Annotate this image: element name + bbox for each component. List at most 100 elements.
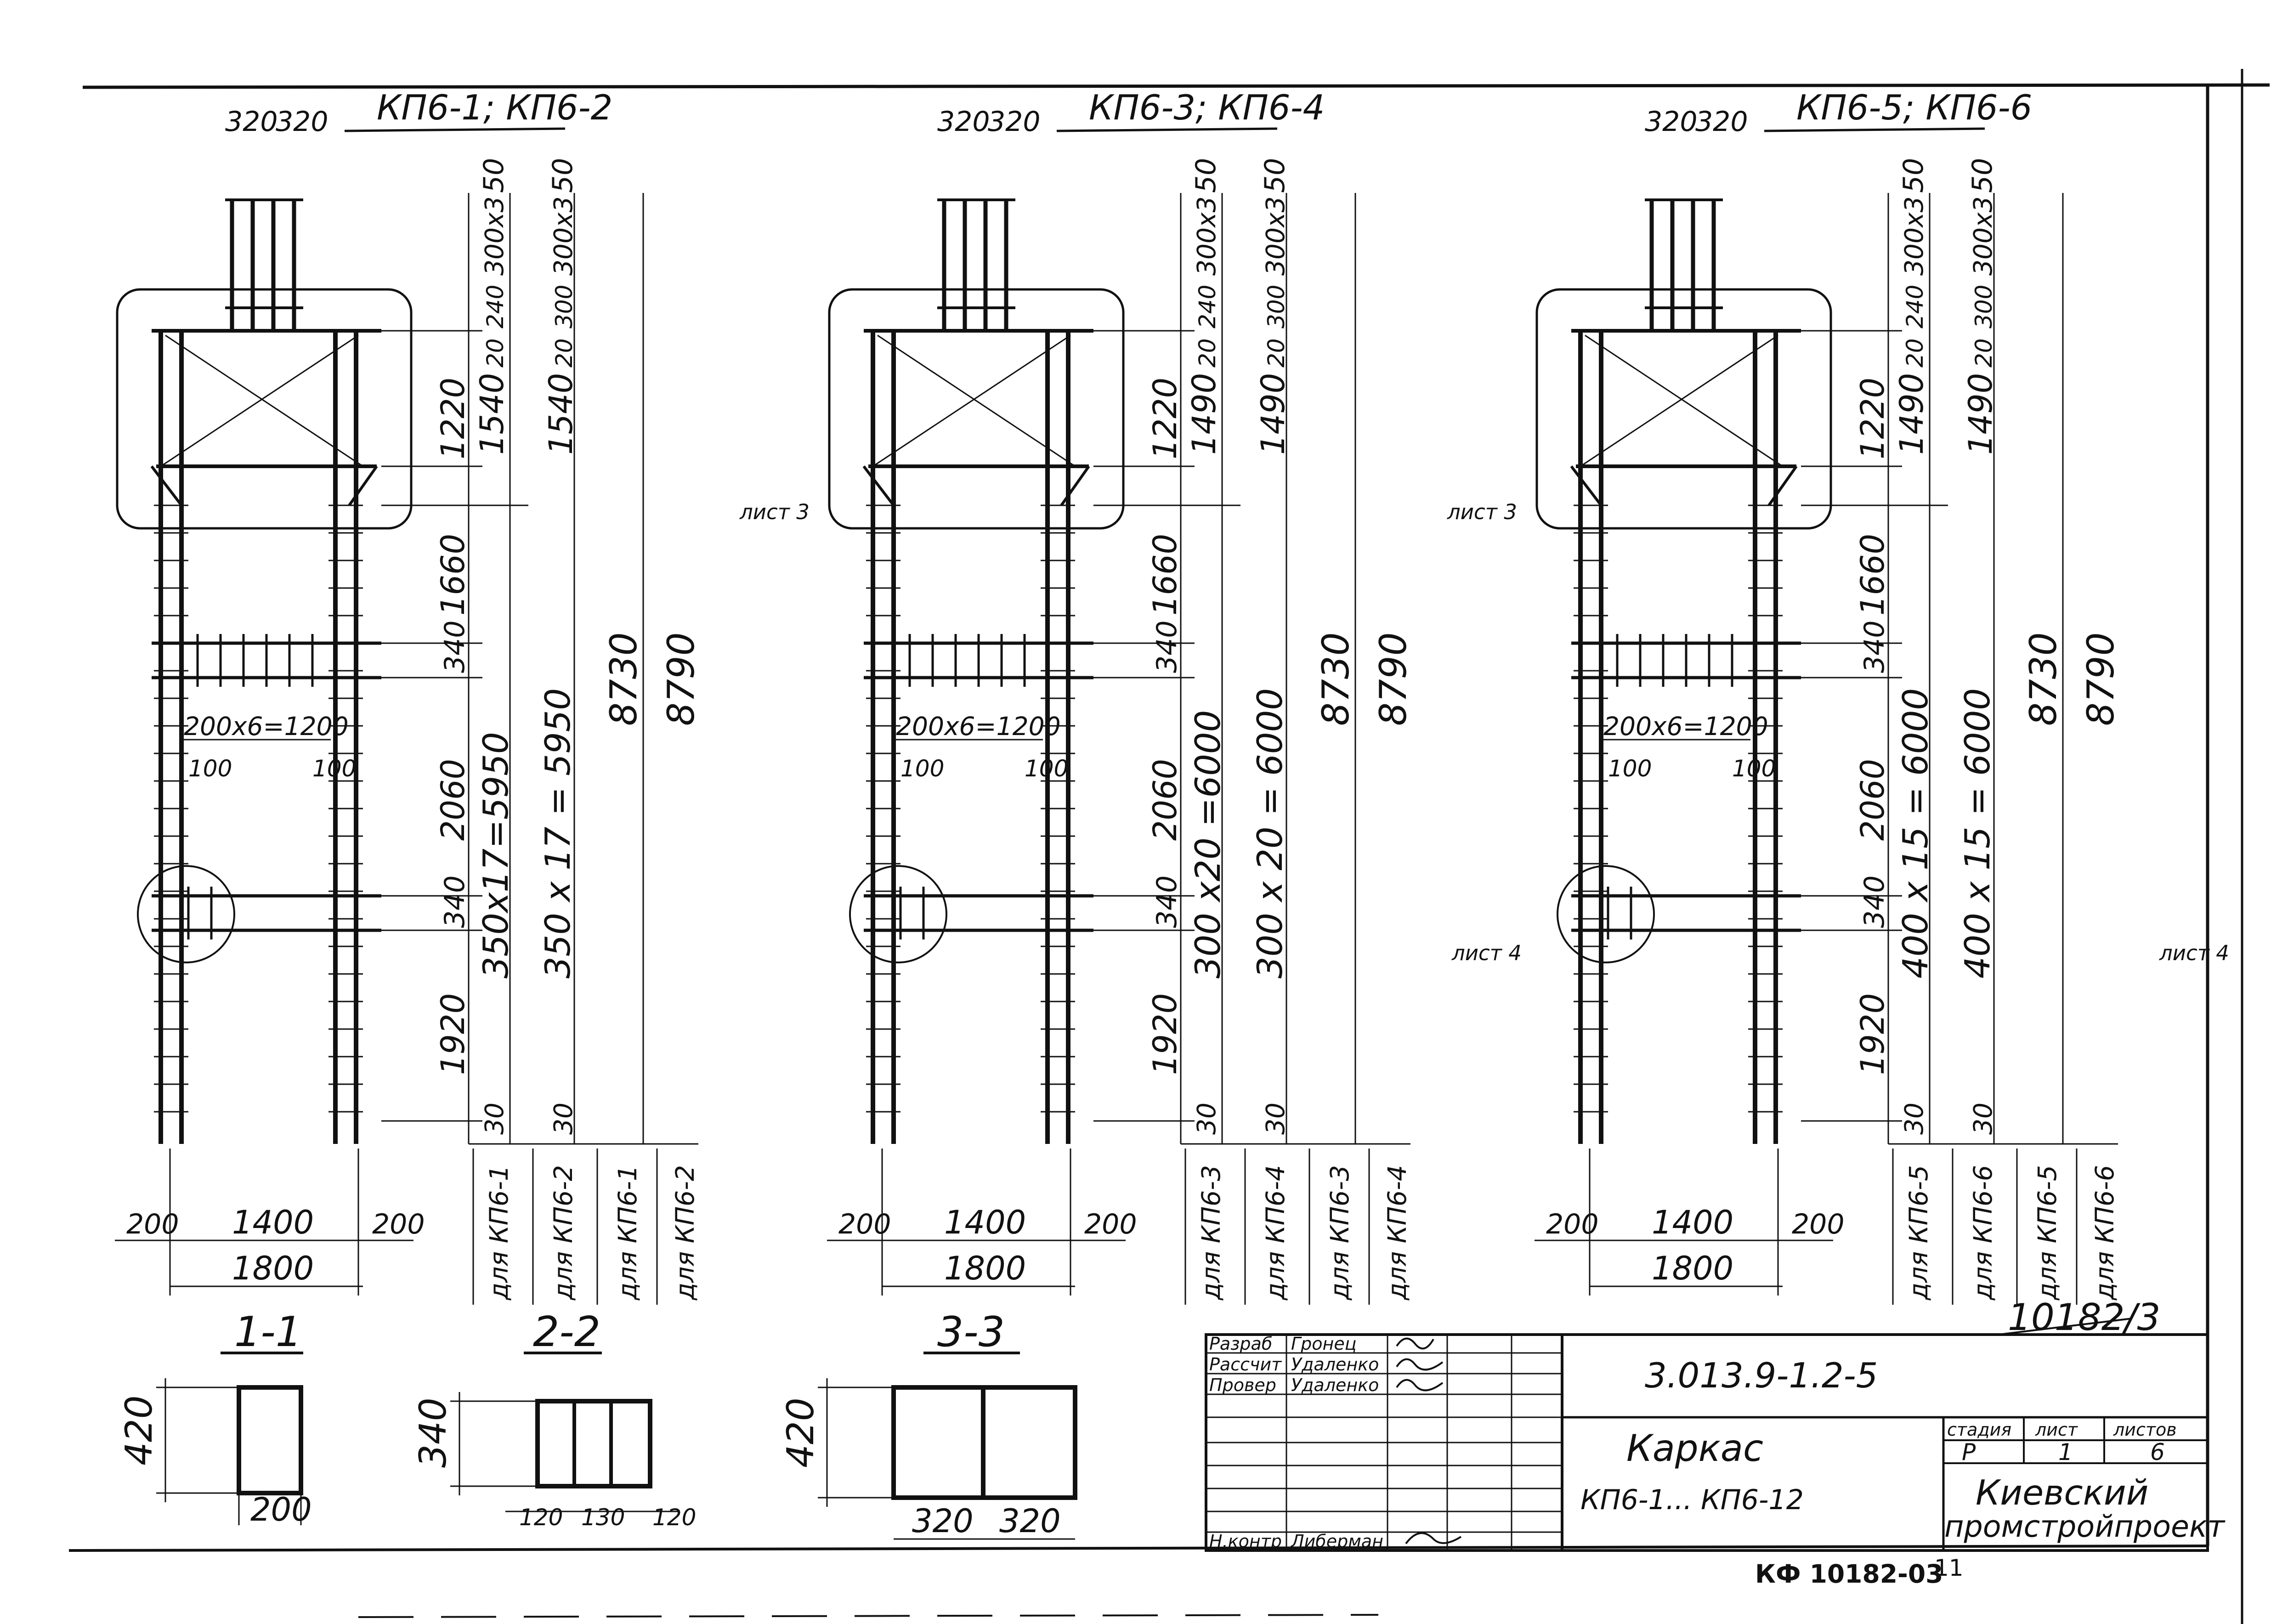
sheet-ref-3: лист 3 [1447,500,1517,524]
signature-3 [1396,1379,1444,1392]
dim-total-b: 400 x 15 = 6000 [1957,688,1998,979]
cap-chamfer-right [348,465,378,506]
section-2-2-w2: 130 [581,1504,625,1531]
sheets-value: 6 [2150,1439,2165,1466]
section-2-2: 2-2 340 120 130 120 [412,1308,696,1531]
for-label-1: для КП6-1 [484,1165,514,1301]
dim-200-right: 200 [1084,1208,1137,1240]
for-label-2: для КП6-4 [1261,1165,1290,1301]
dim-340a: 340 [1858,620,1891,673]
ties-100-right: 100 [1025,755,1068,782]
dim-total-a: 300 x20 =6000 [1188,710,1228,979]
dim-30a: 30 [1192,1103,1221,1135]
top-spacing-left: 320 [1645,106,1698,138]
frame-title: КП6-5; КП6-6 [1796,87,2032,128]
dim-1920: 1920 [1854,993,1892,1075]
section-2-2-title: 2-2 [533,1308,600,1356]
title-underline [344,127,566,132]
cap-diagonal-2 [160,334,359,467]
dim-top-50b: 50 [1259,158,1291,193]
dim-20a: 20 [1194,338,1221,368]
sheets-head: листов [2113,1420,2177,1440]
dim-overall-a: 8730 [1314,632,1357,726]
dim-2060: 2060 [1146,759,1184,841]
ties-100-right: 100 [1732,755,1776,782]
tb-role-2: Рассчит [1209,1354,1282,1375]
for-label-4: для КП6-4 [1382,1165,1412,1301]
dim-total-b: 300 x 20 = 6000 [1250,688,1290,979]
sheet-value: 1 [2058,1439,2073,1466]
dim-240: 240 [482,285,509,328]
signature-1 [1396,1337,1434,1350]
cap-chamfer-right [1060,465,1090,506]
frame-title: КП6-1; КП6-2 [377,87,612,128]
tb-name-2: Удаленко [1291,1354,1379,1375]
dim-200-right: 200 [1792,1208,1845,1240]
cap-outline [828,288,1125,530]
dim-1800: 1800 [1652,1250,1733,1287]
dim-zone-a: 1540 [473,373,511,455]
dim-300x3-a: 300x3 [1899,196,1929,276]
for-label-4: для КП6-2 [670,1165,700,1301]
dim-300x3-b: 300x3 [1968,196,1998,276]
dim-20b: 20 [551,338,578,368]
top-spacing-right: 320 [1695,106,1748,138]
dim-1920: 1920 [1146,993,1184,1075]
dim-top-50a: 50 [1897,158,1930,193]
tb-name-1: Гронец [1291,1334,1357,1354]
for-label-1: для КП6-5 [1904,1165,1933,1301]
dim-340b: 340 [1151,875,1183,928]
dim-overall-a: 8730 [2022,632,2065,726]
cap-chamfer-left [862,465,895,506]
section-2-2-height: 340 [412,1398,454,1468]
dim-20a: 20 [1902,338,1928,368]
section-1-1: 1-1 420 200 [118,1308,312,1528]
section-2-2-w3: 120 [652,1504,696,1531]
sheet-frame [68,69,2270,1624]
stage-head: стадия [1947,1420,2011,1440]
ties-100-left: 100 [188,755,232,782]
dim-200-left: 200 [1546,1208,1599,1240]
dim-top-50a: 50 [1190,158,1222,193]
dim-30a: 30 [480,1103,509,1135]
for-label-4: для КП6-6 [2090,1165,2119,1301]
tb-role-3: Провер [1209,1375,1276,1395]
section-3-3-w2: 320 [999,1502,1061,1540]
tb-role-1: Разраб [1209,1334,1272,1354]
dim-20b: 20 [1971,338,1997,368]
cap-diagonal-1 [165,334,363,467]
section-3-3-w1: 320 [912,1502,974,1540]
archive-mark: 10182/3 [2008,1296,2160,1339]
ties-100-left: 100 [1608,755,1652,782]
for-label-2: для КП6-2 [549,1165,578,1301]
tb-role-4: Н.контр [1209,1531,1282,1551]
sheet-ref-4: лист 4 [1451,941,1522,965]
dim-200-left: 200 [126,1208,179,1240]
top-spacing-right: 320 [276,106,328,138]
org-line-2: промстройпроект [1944,1510,2226,1544]
dim-200-left: 200 [838,1208,891,1240]
dim-340b: 340 [439,875,471,928]
top-spacing-left: 320 [225,106,278,138]
dim-1660: 1660 [1146,534,1184,616]
doc-code: 3.013.9-1.2-5 [1645,1355,1878,1396]
dim-300: 300 [1263,285,1290,328]
dim-1660: 1660 [434,534,472,616]
ties-100-left: 100 [900,755,944,782]
detail-circle [849,865,947,963]
dim-total-a: 400 x 15 = 6000 [1895,688,1936,979]
org-line-1: Киевский [1976,1472,2148,1513]
dim-1920: 1920 [434,993,472,1075]
signature-2 [1396,1358,1444,1371]
dim-overall-b: 8790 [660,632,702,726]
dim-300x3-b: 300x3 [1261,196,1290,276]
dim-340b: 340 [1858,875,1891,928]
dim-top-50a: 50 [478,158,510,193]
section-3-3: 3-3 420 320 320 [779,1308,1077,1540]
dim-1800: 1800 [944,1250,1026,1287]
dim-zone-a: 1490 [1893,373,1931,455]
frame-title: КП6-3; КП6-4 [1089,87,1325,128]
cap-diagonal-2 [872,334,1071,467]
section-3-3-height: 420 [779,1398,822,1468]
dim-30b: 30 [1968,1103,1998,1135]
